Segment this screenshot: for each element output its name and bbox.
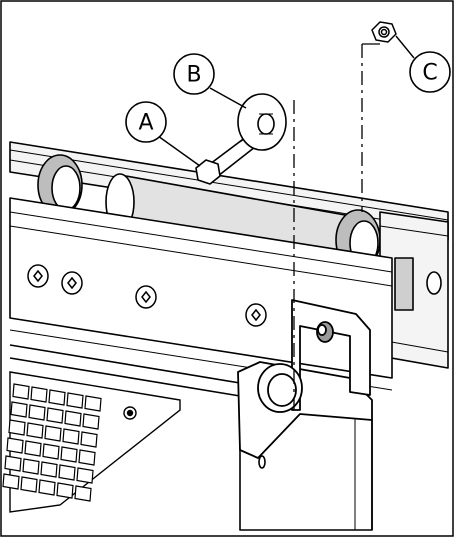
washer <box>237 93 287 151</box>
vent-cell <box>48 389 66 406</box>
assembly-guides <box>293 43 380 410</box>
callout-c: C <box>395 35 451 93</box>
vent-cell <box>10 401 28 418</box>
vent-panel <box>2 371 181 513</box>
hex-nut <box>371 21 397 43</box>
callout-c-bubble <box>409 51 451 93</box>
callout-c-leader <box>395 35 415 59</box>
right-channel <box>379 211 449 369</box>
vent-cell <box>20 476 38 493</box>
callout-c-label: C <box>422 61 437 86</box>
vent-cell <box>46 407 64 424</box>
vent-cell <box>76 467 94 484</box>
vent-cell <box>56 482 74 499</box>
vent-cell <box>80 431 98 448</box>
vent-cell <box>84 395 102 412</box>
vent-cell <box>58 464 76 481</box>
vent-cell <box>66 392 84 409</box>
vent-cell <box>42 443 60 460</box>
vent-cell <box>26 422 44 439</box>
vent-cell <box>44 425 62 442</box>
screw-2 <box>61 271 83 295</box>
vent-cell <box>78 449 96 466</box>
vent-cell <box>2 473 20 490</box>
vent-cell <box>28 404 46 421</box>
vent-cell <box>74 485 92 502</box>
vent-cell <box>6 437 24 454</box>
vent-cell <box>62 428 80 445</box>
callout-b-bubble <box>173 53 215 95</box>
beam-screws <box>27 264 267 327</box>
callout-a-label: A <box>138 111 153 136</box>
vent-cell <box>30 386 48 403</box>
vent-cell <box>4 455 22 472</box>
mounting-bracket <box>237 299 373 459</box>
vent-cell <box>64 410 82 427</box>
callout-a-leader <box>157 135 201 167</box>
callout-b-label: B <box>186 63 201 88</box>
vent-grid <box>2 383 102 502</box>
vent-cell <box>60 446 78 463</box>
vent-cell <box>38 479 56 496</box>
screw-4 <box>245 303 267 327</box>
callout-b: B <box>173 53 247 109</box>
vent-cell <box>22 458 40 475</box>
vent-cell <box>24 440 42 457</box>
vent-cell <box>40 461 58 478</box>
callout-a-bubble <box>125 101 167 143</box>
vent-cell <box>82 413 100 430</box>
callout-b-leader <box>209 87 247 109</box>
screw-1 <box>27 264 49 288</box>
vent-cell <box>8 419 26 436</box>
screw-3 <box>135 285 157 309</box>
callout-a: A <box>125 101 201 167</box>
vent-cell <box>12 383 30 400</box>
